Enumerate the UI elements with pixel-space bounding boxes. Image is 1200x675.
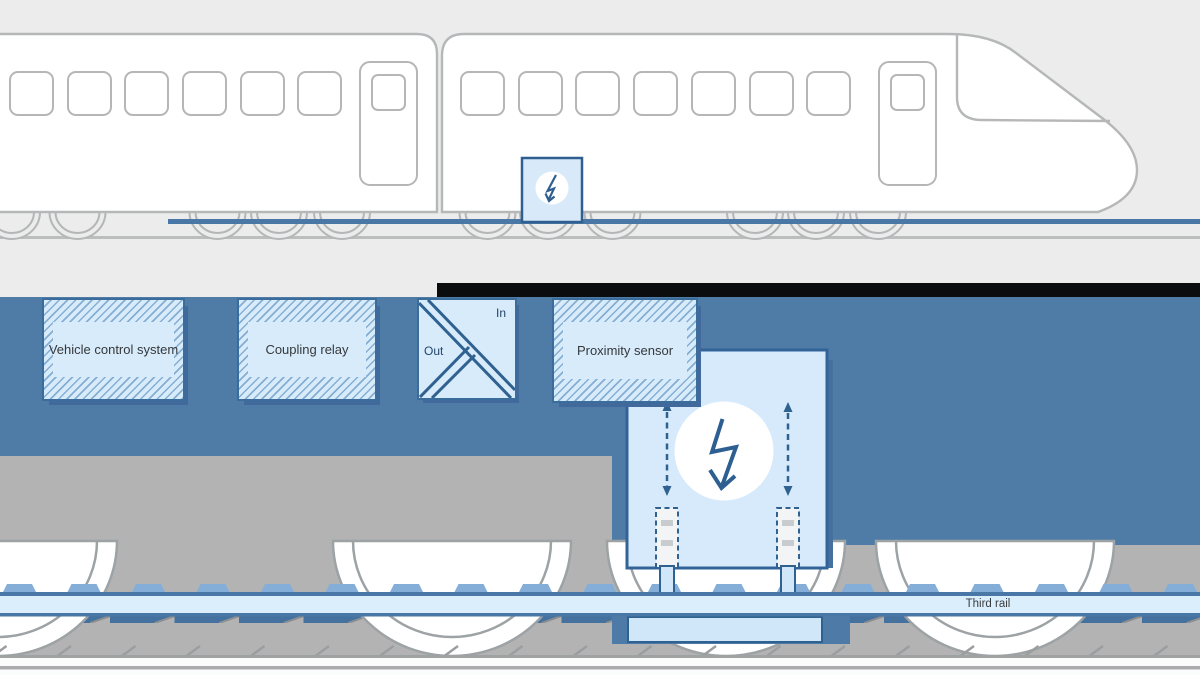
third-rail-side-view bbox=[168, 219, 1200, 224]
out-label: Out bbox=[424, 344, 444, 358]
vertical-motion-arrow-icon bbox=[783, 402, 793, 496]
train-window bbox=[575, 71, 620, 116]
rail-base-wedges bbox=[0, 616, 1200, 623]
vehicle-control-system-box: Vehicle control system bbox=[42, 298, 185, 401]
coupling-relay-label: Coupling relay bbox=[248, 322, 366, 377]
proximity-sensor-label: Proximity sensor bbox=[563, 322, 687, 379]
train-window bbox=[691, 71, 736, 116]
train-window bbox=[67, 71, 112, 116]
train-window bbox=[460, 71, 505, 116]
ballast-tie-marks bbox=[0, 645, 1200, 657]
train-door bbox=[359, 61, 418, 186]
coupling-relay-box: Coupling relay bbox=[237, 298, 377, 401]
train-wheel bbox=[0, 211, 42, 240]
bottom-ground-strips bbox=[0, 655, 1200, 675]
train-window bbox=[633, 71, 678, 116]
lightning-bolt-icon bbox=[544, 174, 557, 203]
third-rail-band bbox=[0, 592, 1200, 617]
car1-windows bbox=[9, 61, 418, 186]
train-window bbox=[749, 71, 794, 116]
train-window bbox=[806, 71, 851, 116]
track-ground-line bbox=[0, 236, 1200, 239]
car2-windows bbox=[460, 61, 937, 186]
train-window bbox=[124, 71, 169, 116]
proximity-sensor-box: Proximity sensor bbox=[552, 298, 698, 403]
collector-box-side-view bbox=[520, 156, 584, 224]
vehicle-control-system-label: Vehicle control system bbox=[49, 322, 178, 377]
train-window bbox=[240, 71, 285, 116]
crossover-icon bbox=[419, 300, 515, 398]
lightning-bolt-icon bbox=[708, 418, 740, 492]
train-window bbox=[182, 71, 227, 116]
third-rail-label: Third rail bbox=[965, 598, 1011, 610]
train-window bbox=[297, 71, 342, 116]
callout-black-bar bbox=[437, 283, 1200, 297]
contact-shoe-springs bbox=[655, 507, 800, 568]
under-rail-housing bbox=[627, 616, 823, 643]
train-window bbox=[518, 71, 563, 116]
vertical-motion-arrow-icon bbox=[662, 401, 672, 496]
train-window bbox=[9, 71, 54, 116]
windshield-line bbox=[955, 35, 1111, 123]
in-label: In bbox=[495, 306, 506, 320]
power-badge-circle bbox=[535, 171, 569, 205]
contact-shoe-legs bbox=[659, 565, 796, 595]
train-door bbox=[878, 61, 937, 186]
collector-device-shadow bbox=[827, 360, 833, 568]
in-out-junction-box: In Out bbox=[417, 298, 517, 400]
train-wheel bbox=[48, 211, 107, 240]
